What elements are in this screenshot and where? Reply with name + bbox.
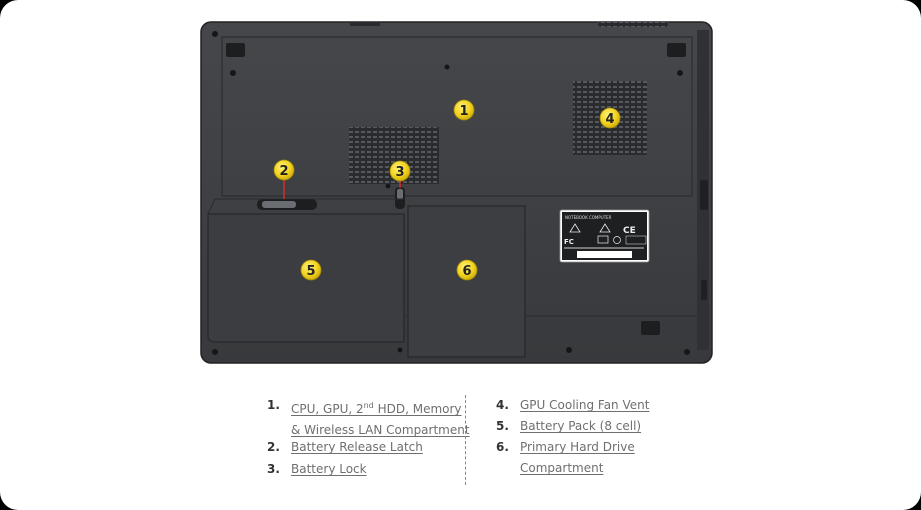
callout-6-number: 6	[462, 264, 471, 279]
legend-number: 4.	[496, 398, 509, 412]
legend-number: 3.	[267, 462, 280, 476]
legend-number: 2.	[267, 440, 280, 454]
legend-link-battery-lock[interactable]: Battery Lock	[291, 462, 367, 476]
label-plate-fc-mark: FC	[564, 238, 574, 246]
callout-1: 1	[453, 99, 475, 121]
legend-link-gpu-fan-vent[interactable]: GPU Cooling Fan Vent	[520, 398, 650, 412]
callout-2: 2	[273, 159, 295, 181]
legend-number: 6.	[496, 440, 509, 454]
rubber-foot	[667, 43, 686, 57]
system-label-plate: NOTEBOOK COMPUTER CE FC	[559, 209, 650, 263]
rear-edge-grill	[598, 22, 668, 27]
callout-6: 6	[456, 259, 478, 281]
legend-link-hdd-compartment-line2[interactable]: Compartment	[520, 461, 604, 475]
callout-3-number: 3	[395, 165, 404, 180]
legend-link-hdd-compartment[interactable]: Primary Hard Drive	[520, 440, 635, 454]
callout-5-number: 5	[306, 264, 315, 279]
main-panel-outline	[221, 36, 693, 197]
rubber-foot	[641, 321, 660, 335]
legend-link-cpu-compartment-line2[interactable]: & Wireless LAN Compartment	[291, 423, 470, 437]
legend-link-battery-pack[interactable]: Battery Pack (8 cell)	[520, 419, 642, 433]
legend-text: CPU, GPU, 2nd HDD, Memory & Wireless LAN…	[291, 395, 470, 441]
callout-4: 4	[599, 107, 621, 129]
callout-4-number: 4	[605, 112, 614, 127]
rubber-foot	[226, 43, 245, 57]
legend-number: 5.	[496, 419, 509, 433]
callout-3: 3	[389, 160, 411, 182]
callout-2-number: 2	[279, 164, 288, 179]
callout-1-number: 1	[459, 104, 468, 119]
label-plate-ce-mark: CE	[623, 226, 636, 236]
legend-link-battery-release-latch[interactable]: Battery Release Latch	[291, 440, 423, 454]
label-plate-header: NOTEBOOK COMPUTER	[565, 215, 612, 220]
laptop-bottom-diagram: NOTEBOOK COMPUTER CE FC 1 2 3	[200, 21, 713, 364]
callout-5: 5	[300, 259, 322, 281]
legend-number: 1.	[267, 398, 280, 412]
legend-divider	[465, 395, 466, 485]
hdd-compartment-outline	[407, 205, 526, 358]
legend-link-cpu-compartment[interactable]: CPU, GPU, 2nd HDD, Memory	[291, 401, 462, 416]
